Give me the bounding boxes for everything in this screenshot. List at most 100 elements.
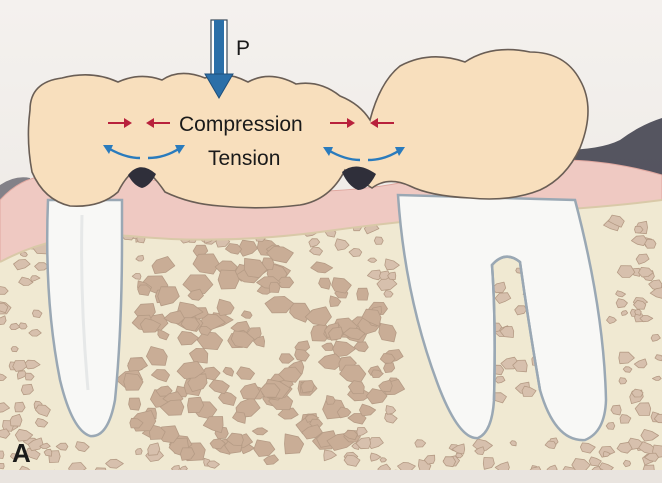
trabecula xyxy=(634,225,644,234)
trabecula xyxy=(348,248,363,257)
trabecula xyxy=(189,348,209,364)
trabecula xyxy=(638,267,654,278)
trabecula xyxy=(27,437,44,452)
trabecula xyxy=(128,397,142,411)
trabecula xyxy=(105,458,124,469)
trabecula xyxy=(301,424,323,440)
trabecula xyxy=(642,464,655,470)
trabecula xyxy=(30,275,41,282)
trabecula xyxy=(0,373,7,382)
trabecula xyxy=(494,461,510,470)
trabecula xyxy=(232,411,246,424)
trabecula xyxy=(367,257,378,263)
trabecula xyxy=(631,235,648,246)
trabecula xyxy=(202,416,224,434)
panel-letter: A xyxy=(12,438,31,468)
trabecula xyxy=(236,366,255,380)
trabecula xyxy=(384,258,400,271)
trabecula xyxy=(131,273,142,280)
trabecula xyxy=(92,467,108,470)
trabecula xyxy=(608,214,625,228)
trabecula xyxy=(622,459,632,468)
trabecula xyxy=(146,346,168,366)
tension-arrowheads-left xyxy=(103,145,185,154)
trabecula xyxy=(34,404,51,417)
trabecula xyxy=(230,330,255,349)
trabecula xyxy=(605,422,616,430)
trabecula xyxy=(180,317,200,332)
trabecula xyxy=(521,385,537,397)
trabecula xyxy=(163,310,185,325)
trabecula xyxy=(176,361,205,379)
trabecula xyxy=(635,253,650,265)
trabecula xyxy=(259,383,281,398)
trabecula xyxy=(397,462,416,470)
trabecula xyxy=(39,442,51,449)
trabecula xyxy=(331,277,352,294)
cancellous-bone xyxy=(0,214,662,470)
compression-label: Compression xyxy=(179,113,303,136)
trabecula xyxy=(383,290,394,298)
trabecula xyxy=(75,441,90,452)
trabecula xyxy=(328,326,343,341)
trabecula xyxy=(139,318,162,333)
trabecula xyxy=(226,432,244,446)
trabecula xyxy=(0,428,11,439)
trabecula xyxy=(644,452,659,462)
trabecula xyxy=(334,238,350,251)
trabecula xyxy=(24,372,35,381)
trabecula xyxy=(9,413,23,427)
trabecula xyxy=(16,370,27,380)
trabecula xyxy=(192,253,220,275)
trabecula xyxy=(620,310,629,316)
trabecula xyxy=(336,406,352,419)
root-furcation xyxy=(490,255,542,401)
trabecula xyxy=(10,453,21,460)
trabecula xyxy=(499,326,515,338)
trabecula xyxy=(20,383,34,396)
trabecula xyxy=(135,255,145,262)
trabecula xyxy=(278,353,295,364)
left-root-canal xyxy=(80,214,90,391)
trabecula xyxy=(13,259,31,271)
trabecula xyxy=(366,388,388,405)
trabecula xyxy=(342,327,366,341)
trabecula xyxy=(206,460,220,469)
trabecula xyxy=(284,433,305,455)
trabecula xyxy=(588,456,602,467)
trabecula xyxy=(35,418,49,428)
trabecula xyxy=(251,427,269,436)
trabecula xyxy=(0,315,7,326)
trabecula xyxy=(304,306,332,326)
trabecula xyxy=(18,465,31,470)
trabecula xyxy=(384,413,398,424)
trabecula xyxy=(171,465,180,470)
trabecula xyxy=(633,358,648,369)
trabecula xyxy=(179,465,188,470)
trabecula xyxy=(208,379,230,395)
trabecula xyxy=(615,298,628,309)
trabecula xyxy=(325,395,336,405)
trabecula xyxy=(300,380,315,393)
trabecula xyxy=(367,269,383,281)
trabecula xyxy=(149,424,166,440)
trabecula xyxy=(348,380,365,395)
trabecula xyxy=(294,348,310,362)
force-arrow xyxy=(204,19,234,99)
trabecula xyxy=(28,329,42,337)
trabecula xyxy=(182,274,214,294)
trabecula xyxy=(240,310,253,319)
trabecula xyxy=(129,417,144,429)
trabecula xyxy=(198,326,212,336)
compression-arrows-left xyxy=(108,118,170,128)
trabecula xyxy=(253,439,276,457)
trabecula xyxy=(217,269,240,290)
trabecula xyxy=(615,290,626,298)
trabecula xyxy=(509,440,517,447)
trabecula xyxy=(361,308,382,327)
trabecula xyxy=(10,346,19,353)
trabecula xyxy=(196,331,224,350)
trabecula xyxy=(371,369,384,378)
trabecula xyxy=(353,341,369,353)
